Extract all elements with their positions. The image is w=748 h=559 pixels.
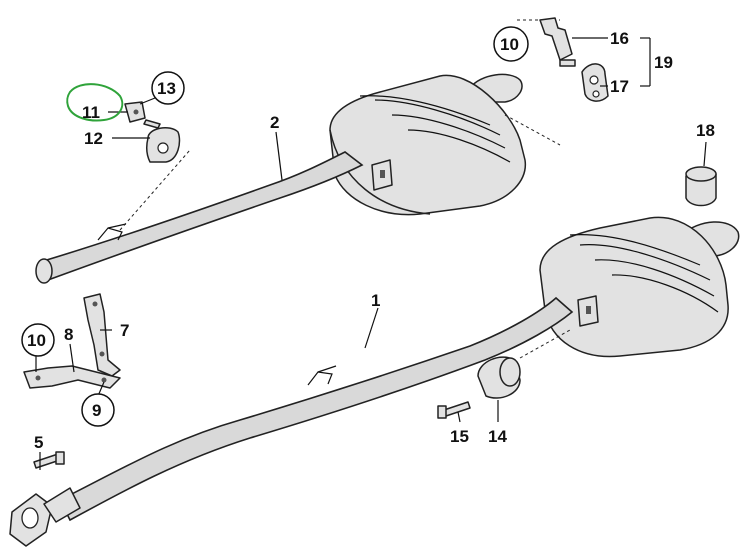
callout-10-top: 10 [500,35,519,54]
hanger-parts-upper-right [539,17,609,102]
hanger-parts-upper-left [124,101,181,163]
callout-11: 11 [82,103,100,122]
bracket-parts [23,293,121,389]
callout-circle-10-top [493,26,529,62]
callout-circle-10-left [21,323,55,357]
callout-15: 15 [450,427,469,446]
callout-7: 7 [120,321,129,340]
callout-5: 5 [34,433,43,452]
callout-14: 14 [488,427,507,446]
callout-8: 8 [64,325,73,344]
callout-13: 13 [157,79,176,98]
callout-16: 16 [610,29,629,48]
fasteners-and-rubbers [33,166,717,469]
rear-muffler-assembly [35,19,561,284]
callout-9: 9 [92,401,101,420]
callout-19: 19 [654,53,673,72]
callout-2: 2 [270,113,279,132]
callout-circle-9 [81,393,115,427]
callout-1: 1 [371,291,380,310]
callout-17: 17 [610,77,629,96]
leader-lines [35,37,707,470]
highlight-ring-11 [66,83,124,122]
callout-12: 12 [84,129,103,148]
callout-circle-13 [151,71,185,105]
front-muffler-assembly [9,216,740,547]
callout-10-left: 10 [27,331,46,350]
callout-18: 18 [696,121,715,140]
